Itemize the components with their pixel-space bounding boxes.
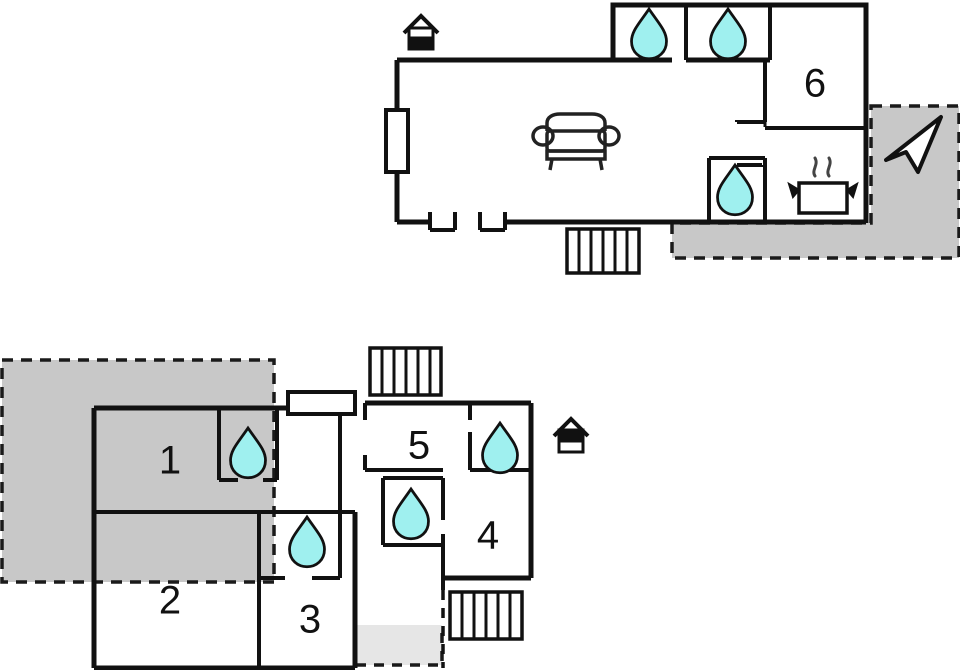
house-entrance-icon [552, 416, 590, 454]
terrace-lower-left [0, 358, 276, 584]
water-drop-icon [392, 487, 430, 541]
staircase-icon-upper [565, 227, 641, 275]
cooking-pot-icon [787, 156, 859, 215]
room-number-5: 5 [408, 424, 430, 468]
staircase-icon-lower-bottom [448, 590, 524, 641]
sofa-icon [531, 112, 621, 171]
room-number-4: 4 [477, 514, 499, 558]
water-drop-icon [288, 515, 326, 569]
terrace-group-upper [670, 104, 960, 260]
water-drop-icon [481, 421, 519, 475]
window-upper-left-wall [384, 108, 410, 174]
window-lower-top-wall [286, 390, 357, 416]
room-number-6: 6 [804, 62, 826, 106]
terrace-upper [670, 104, 960, 260]
room-number-1: 1 [159, 439, 181, 483]
room-number-2: 2 [159, 579, 181, 623]
house-entrance-icon [402, 13, 440, 51]
staircase-icon-lower-top [368, 346, 443, 397]
door-upper-bottom-wall [428, 212, 507, 230]
lower-inner-patch [356, 625, 442, 665]
upper-wall-top-band [610, 2, 869, 223]
water-drop-icon [630, 7, 668, 61]
north-arrow-icon [884, 115, 943, 174]
room-number-3: 3 [299, 598, 321, 642]
water-drop-icon [709, 7, 747, 61]
terrace-group-lower [0, 358, 276, 584]
water-drop-icon [716, 163, 754, 217]
lower-inner-patch-border [356, 625, 444, 667]
window-upper-left-frame [384, 110, 410, 172]
